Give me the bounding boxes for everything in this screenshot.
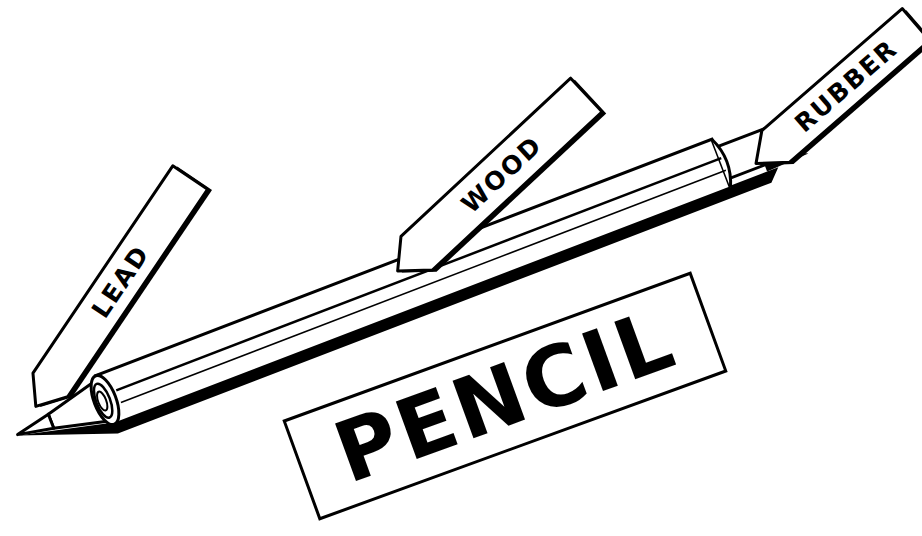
end-ring bbox=[95, 390, 110, 412]
tag-shape bbox=[742, 9, 922, 180]
end-ring bbox=[90, 381, 116, 420]
tag-shape bbox=[382, 78, 602, 288]
lead-tip bbox=[15, 414, 54, 441]
part-tag: RUBBER bbox=[742, 9, 922, 180]
body-end bbox=[712, 137, 736, 188]
card-shape bbox=[284, 273, 726, 518]
tag-shape bbox=[18, 166, 207, 418]
tag-label: RUBBER bbox=[789, 33, 903, 138]
end-ring bbox=[85, 372, 124, 428]
